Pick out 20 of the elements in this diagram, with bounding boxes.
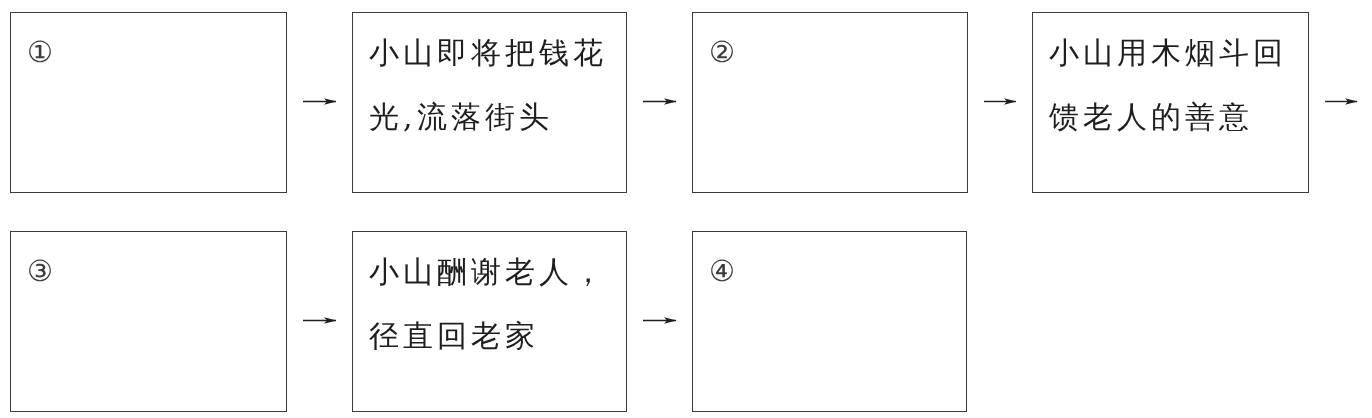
arrow bbox=[983, 98, 1017, 105]
event-box bbox=[352, 12, 627, 193]
box-text: 小山即将把钱花光,流落街头 bbox=[369, 34, 608, 136]
box-text: 小山用木烟斗回馈老人的善意 bbox=[1049, 34, 1288, 136]
circled-number: ② bbox=[709, 35, 735, 69]
event-box bbox=[352, 231, 627, 412]
box-text: 小山酬谢老人，径直回老家 bbox=[369, 253, 608, 355]
answer-box bbox=[692, 231, 967, 412]
arrow bbox=[642, 317, 677, 324]
arrow bbox=[642, 98, 677, 105]
circled-number: ③ bbox=[27, 254, 53, 288]
answer-box bbox=[10, 231, 287, 412]
arrow bbox=[1324, 98, 1358, 105]
circled-number: ④ bbox=[709, 254, 735, 288]
arrow bbox=[302, 98, 337, 105]
answer-box bbox=[692, 12, 968, 193]
answer-box bbox=[10, 12, 287, 193]
circled-number: ① bbox=[27, 35, 53, 69]
event-box bbox=[1032, 12, 1309, 193]
arrow bbox=[302, 317, 337, 324]
